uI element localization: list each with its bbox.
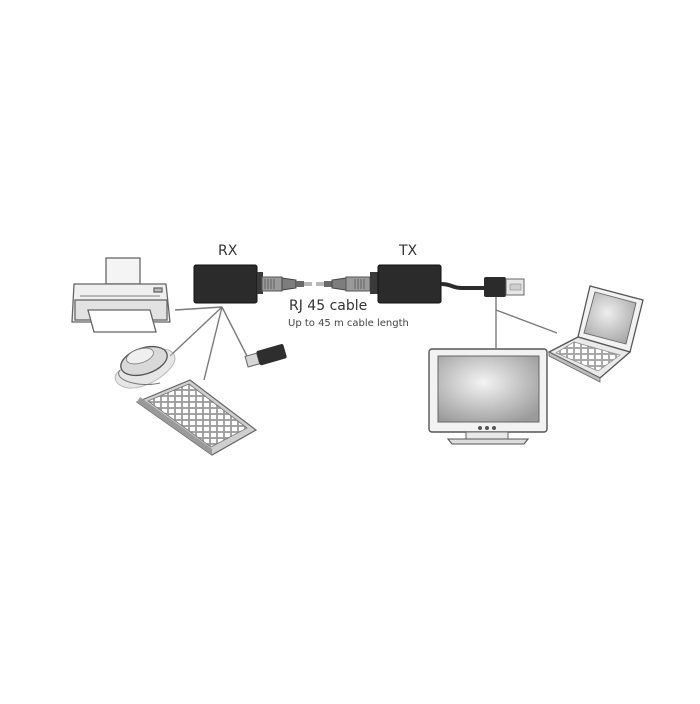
tx-label: TX [399,243,418,259]
line-to-mouse [169,306,223,357]
rx-connection-lines [169,306,249,381]
rx-port [257,272,263,294]
mouse-icon [114,345,176,389]
rj45-plug-icon [261,276,312,292]
tx-connection-lines [495,296,558,348]
line-to-printer [174,306,223,311]
usb-plug-icon [484,277,525,297]
cable-label: RJ 45 cable [289,298,368,314]
line-to-usb-stick [221,306,249,359]
monitor-icon [428,348,548,445]
cable-length-label: Up to 45 m cable length [288,318,409,329]
tx-box [377,264,442,304]
usb-stick-icon [244,343,287,368]
rx-box [193,264,258,304]
tx-port [370,272,378,294]
keyboard-icon [135,379,258,456]
line-to-keyboard [203,306,223,381]
rx-label: RX [218,243,238,259]
rx-unit [193,264,263,304]
tx-unit [370,264,442,304]
line-to-laptop [495,309,558,334]
printer-icon [71,257,171,333]
tx-usb-cable [440,282,484,290]
rj45-plug-icon [316,276,371,292]
laptop-icon [547,285,644,383]
